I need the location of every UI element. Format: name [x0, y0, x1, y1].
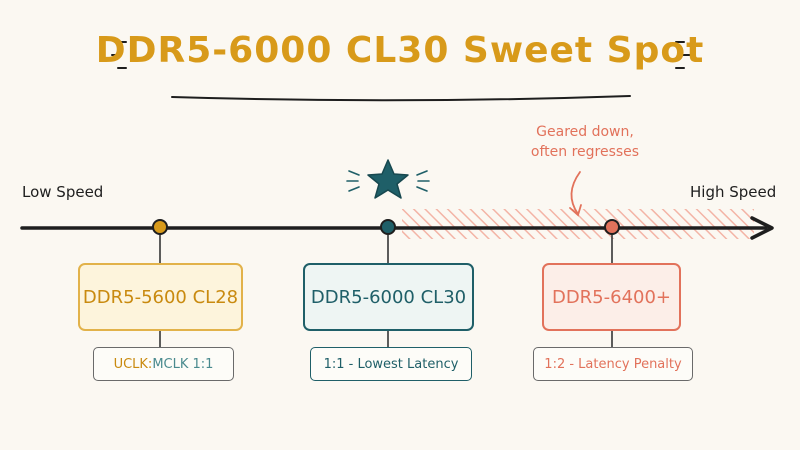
annotation-arrowhead-icon: [569, 204, 582, 217]
annotation-line-2: often regresses: [530, 144, 640, 160]
star-icon: [367, 159, 409, 199]
node-connectors: [159, 235, 613, 347]
marker-6000: [380, 219, 396, 235]
node-sub-5600-rest: MCLK 1:1: [152, 356, 214, 372]
title-decoration: [111, 41, 691, 102]
page-title: DDR5-6000 CL30 Sweet Spot: [95, 30, 705, 71]
node-sub-6400: 1:2 - Latency Penalty: [533, 347, 693, 381]
node-box-5600: DDR5-5600 CL28: [78, 263, 243, 331]
marker-6400: [604, 219, 620, 235]
axis-low-label: Low Speed: [22, 183, 104, 201]
star-emphasis-lines: [346, 170, 430, 192]
annotation-line-1: Geared down,: [536, 124, 634, 140]
annotation-arrow: [570, 171, 581, 215]
node-sub-6000: 1:1 - Lowest Latency: [310, 347, 472, 381]
arrowhead-icon: [750, 216, 774, 240]
node-sub-5600-prefix: UCLK:: [113, 356, 153, 372]
node-box-6400: DDR5-6400+: [542, 263, 681, 331]
node-sub-5600: UCLK:MCLK 1:1: [93, 347, 234, 381]
node-box-6000: DDR5-6000 CL30: [303, 263, 474, 331]
axis-high-label: High Speed: [690, 183, 777, 201]
regression-annotation: Geared down, often regresses: [505, 122, 665, 162]
marker-5600: [152, 219, 168, 235]
